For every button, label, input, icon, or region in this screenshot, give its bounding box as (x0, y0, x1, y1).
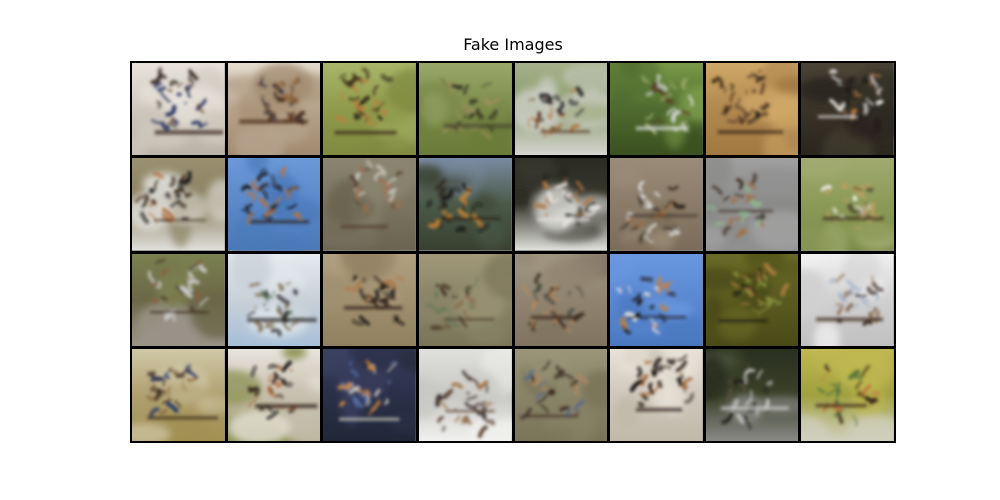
generated-image (610, 253, 703, 346)
generated-image-tile (227, 253, 321, 346)
generated-image (514, 253, 608, 346)
generated-image-tile (514, 63, 608, 156)
generated-image (705, 63, 799, 156)
generated-image (418, 253, 512, 346)
generated-image (132, 63, 225, 156)
generated-image-tile (418, 253, 512, 346)
image-grid (130, 61, 896, 443)
generated-image-tile (227, 348, 321, 441)
generated-image-tile (610, 348, 703, 441)
generated-image-tile (705, 158, 799, 251)
generated-image-tile (418, 63, 512, 156)
generated-image-tile (323, 158, 416, 251)
generated-image-tile (514, 348, 608, 441)
generated-image (801, 63, 894, 156)
generated-image-tile (132, 253, 225, 346)
generated-image-tile (610, 158, 703, 251)
generated-image (227, 63, 321, 156)
generated-image (514, 158, 608, 251)
generated-image (705, 348, 799, 441)
generated-image (514, 63, 608, 156)
generated-image (323, 348, 416, 441)
generated-image-tile (801, 158, 894, 251)
generated-image-tile (323, 253, 416, 346)
generated-image (227, 253, 321, 346)
generated-image (801, 158, 894, 251)
generated-image (132, 253, 225, 346)
generated-image (418, 63, 512, 156)
generated-image-tile (705, 63, 799, 156)
generated-image (132, 348, 225, 441)
generated-image-tile (227, 63, 321, 156)
generated-image-tile (323, 348, 416, 441)
generated-image-tile (132, 158, 225, 251)
generated-image-tile (514, 158, 608, 251)
generated-image-tile (132, 63, 225, 156)
generated-image (514, 348, 608, 441)
generated-image (418, 158, 512, 251)
generated-image (610, 348, 703, 441)
generated-image (418, 348, 512, 441)
generated-image-tile (610, 63, 703, 156)
generated-image (705, 158, 799, 251)
generated-image-tile (227, 158, 321, 251)
generated-image (323, 158, 416, 251)
generated-image-tile (418, 158, 512, 251)
generated-image (801, 348, 894, 441)
generated-image (610, 63, 703, 156)
generated-image (705, 253, 799, 346)
generated-image-tile (418, 348, 512, 441)
generated-image-tile (610, 253, 703, 346)
generated-image (132, 158, 225, 251)
generated-image-tile (514, 253, 608, 346)
generated-image (801, 253, 894, 346)
generated-image-tile (801, 348, 894, 441)
generated-image (227, 348, 321, 441)
generated-image (323, 63, 416, 156)
generated-image-tile (705, 348, 799, 441)
generated-image (323, 253, 416, 346)
generated-image (610, 158, 703, 251)
generated-image-tile (801, 63, 894, 156)
generated-image (227, 158, 321, 251)
generated-image-tile (323, 63, 416, 156)
generated-image-tile (801, 253, 894, 346)
generated-image-tile (705, 253, 799, 346)
figure-title: Fake Images (463, 35, 563, 54)
generated-image-tile (132, 348, 225, 441)
image-grid-cells (132, 63, 894, 441)
